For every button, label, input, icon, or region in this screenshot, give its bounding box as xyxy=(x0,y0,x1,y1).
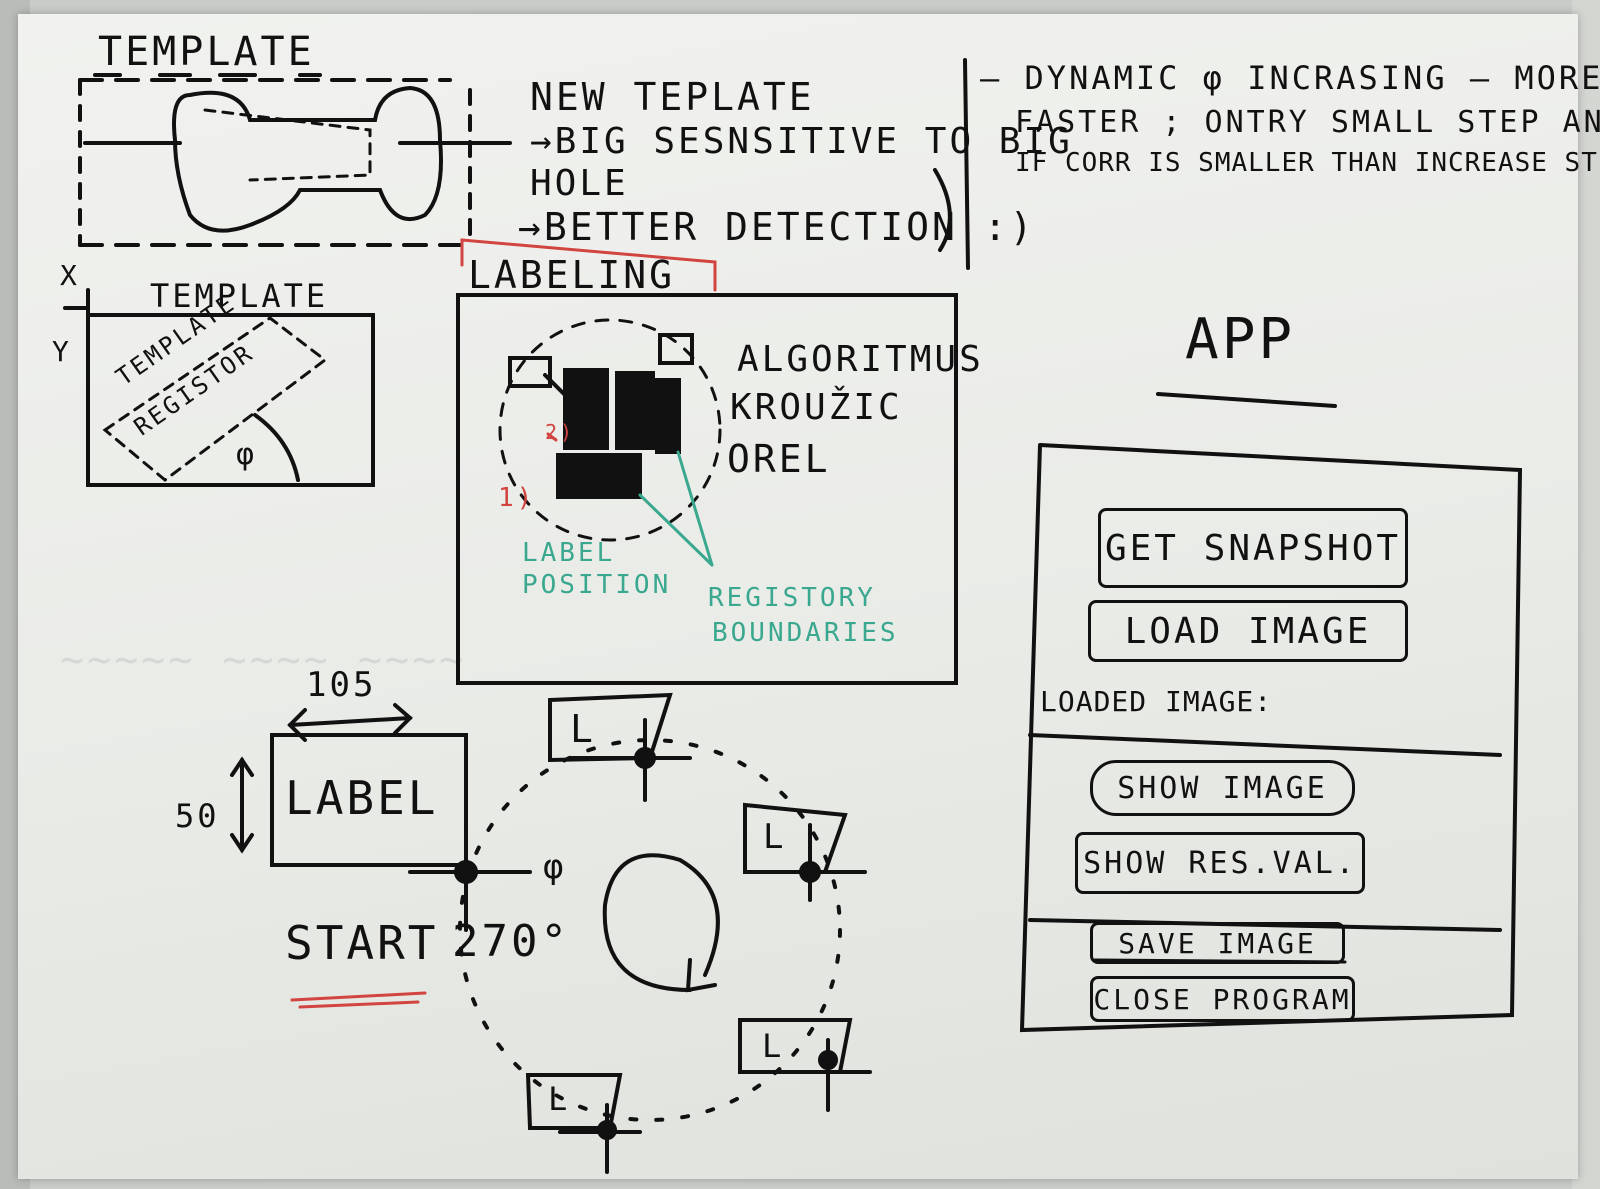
dynamic-line-3: IF CORR IS SMALLER THAN INCREASE STEP xyxy=(1015,148,1600,178)
note-line-2: →BIG SESNSITIVE TO BIG xyxy=(530,121,1073,162)
algorithm-line-2: KROUŽIC xyxy=(730,387,903,428)
note-line-4: →BETTER DETECTION :) xyxy=(518,205,1036,249)
rotation-phi-label: φ xyxy=(543,847,567,887)
template-box-title: TEMPLATE xyxy=(150,277,329,315)
label-position-line-1: LABEL xyxy=(522,538,616,568)
label-box-text: LABEL xyxy=(285,771,439,825)
marker-1: 1) xyxy=(498,483,536,513)
axis-x-label: X xyxy=(60,259,80,292)
algorithm-line-1: ALGORITMUS xyxy=(737,339,984,380)
show-image-button[interactable]: SHOW IMAGE xyxy=(1090,760,1355,816)
small-label-bottom-right: L xyxy=(762,1027,785,1065)
close-program-button[interactable]: CLOSE PROGRAM xyxy=(1090,976,1355,1022)
save-image-button[interactable]: SAVE IMAGE xyxy=(1090,922,1345,964)
small-label-bottom: L xyxy=(548,1080,571,1118)
height-dimension: 50 xyxy=(175,797,220,835)
whiteboard xyxy=(18,14,1578,1179)
app-title: APP xyxy=(1185,307,1296,372)
angle-270-label: 270° xyxy=(452,916,570,967)
get-snapshot-button[interactable]: GET SNAPSHOT xyxy=(1098,508,1408,588)
marker-2: 2) xyxy=(545,420,576,444)
small-label-top: L xyxy=(570,707,596,751)
note-line-1: NEW TEPLATE xyxy=(530,75,815,119)
dynamic-line-1: – DYNAMIC φ INCRASING – MORE xyxy=(980,59,1600,97)
phi-angle-label: φ xyxy=(236,437,258,472)
axis-y-label: Y xyxy=(52,335,72,368)
registory-line-1: REGISTORY xyxy=(708,583,876,613)
label-position-line-2: POSITION xyxy=(522,570,672,600)
labeling-title: LABELING xyxy=(468,253,676,297)
start-label: START xyxy=(285,916,439,970)
small-label-right: L xyxy=(763,817,787,857)
width-dimension: 105 xyxy=(306,665,377,705)
dynamic-line-2: FASTER ; ONTRY SMALL STEP AND xyxy=(1015,105,1600,140)
registory-line-2: BOUNDARIES xyxy=(712,618,899,648)
template-title: TEMPLATE xyxy=(98,29,315,75)
note-line-3: HOLE xyxy=(530,163,629,204)
loaded-image-label: LOADED IMAGE: xyxy=(1040,685,1273,718)
show-result-values-button[interactable]: SHOW RES.VAL. xyxy=(1075,832,1365,894)
ghost-writing: ~~~~~ ~~~~ ~~~~ xyxy=(60,637,467,683)
algorithm-line-3: OREL xyxy=(727,437,831,481)
load-image-button[interactable]: LOAD IMAGE xyxy=(1088,600,1408,662)
